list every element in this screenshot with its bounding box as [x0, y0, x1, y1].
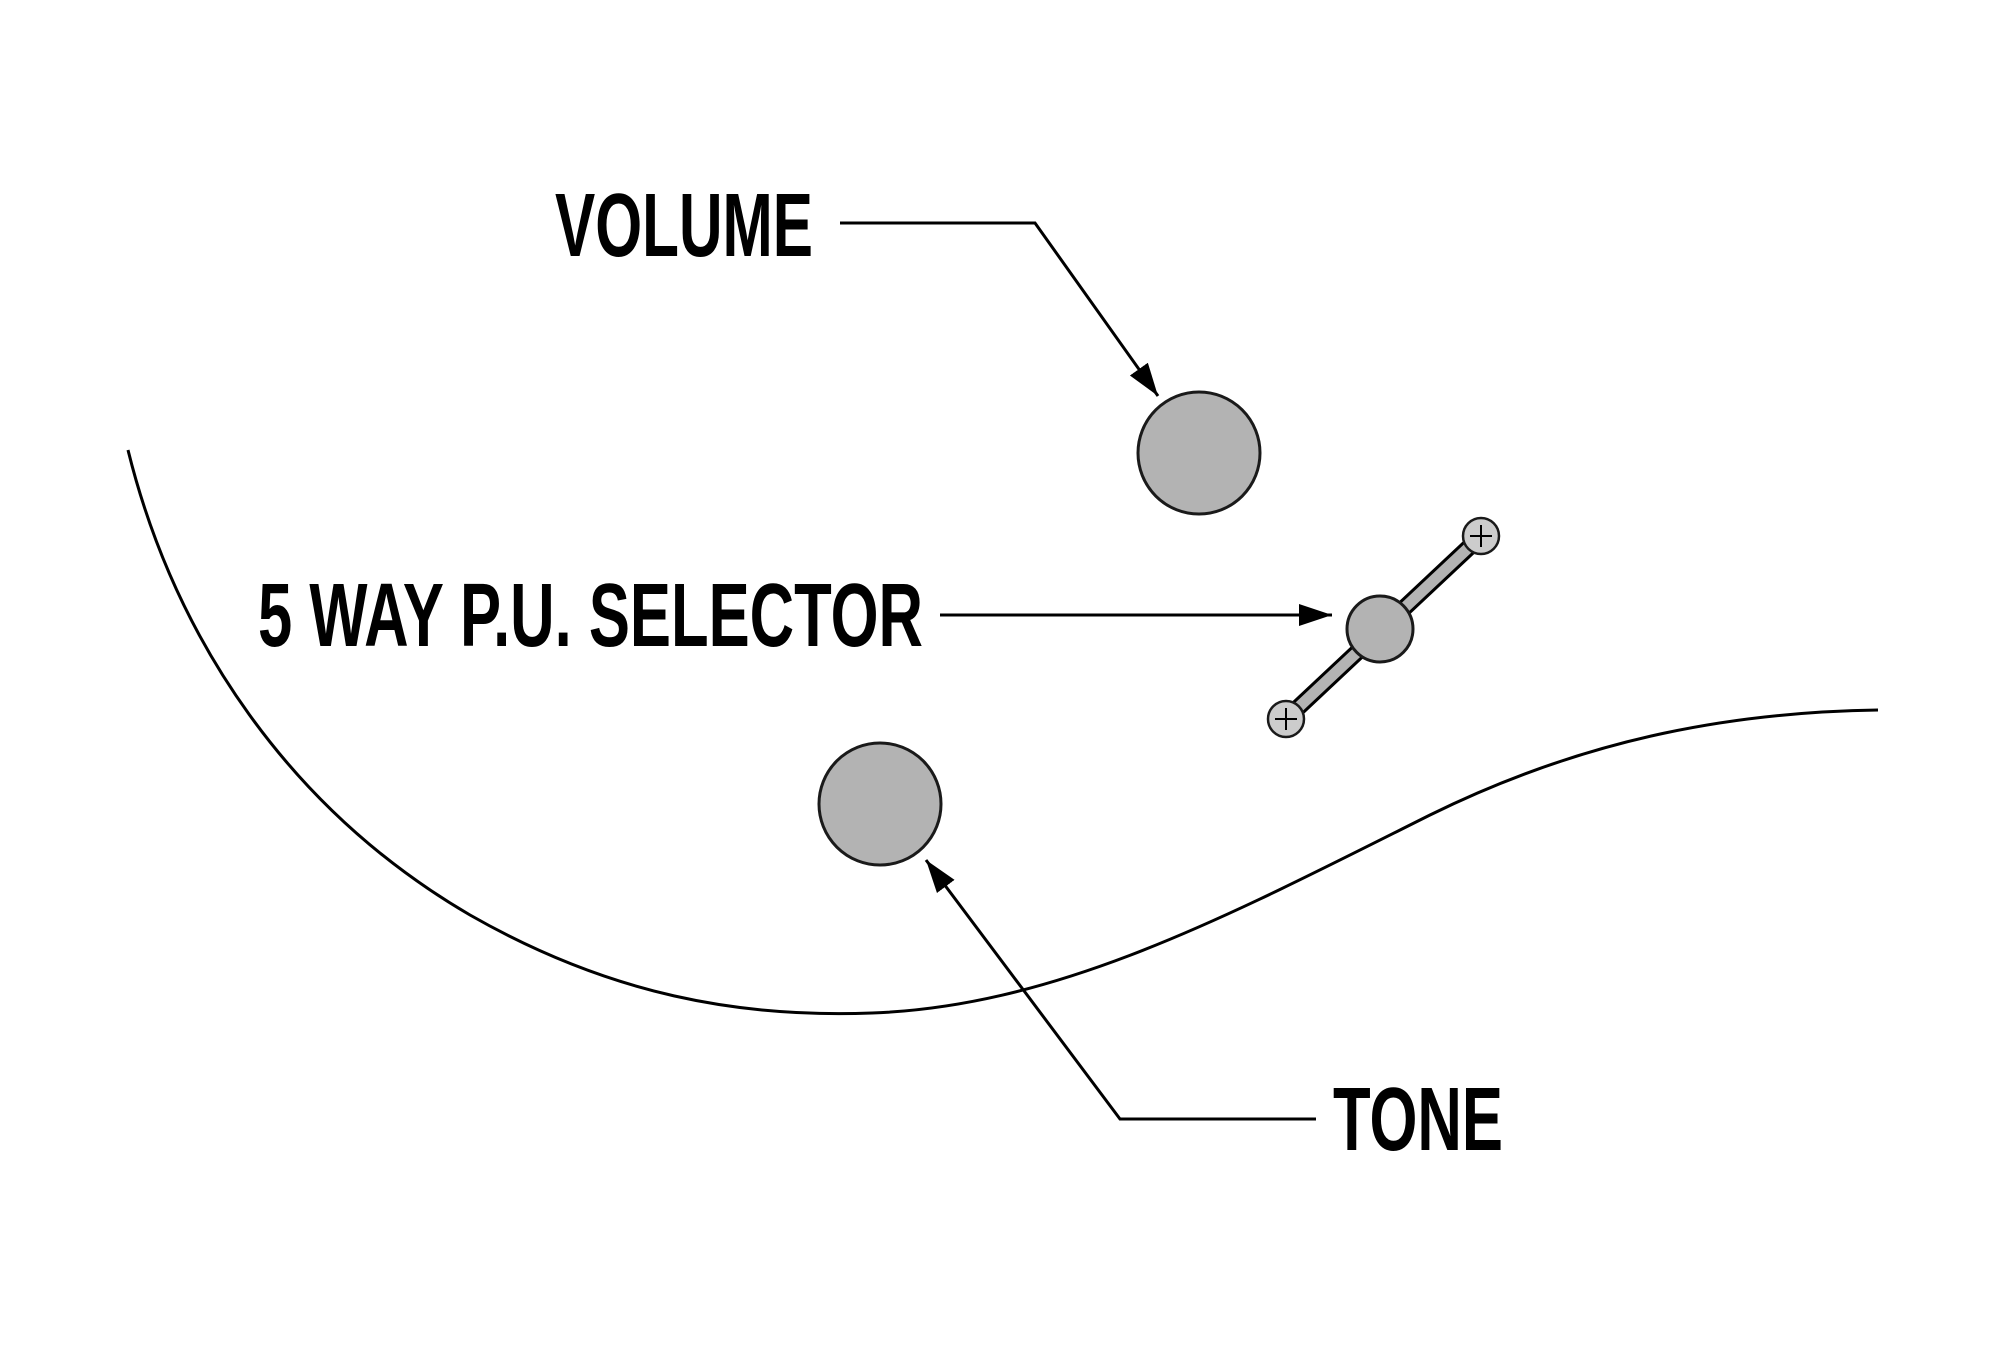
tone-label: TONE	[1333, 1070, 1503, 1170]
volume-knob	[1136, 390, 1262, 516]
selector-screw-top	[1461, 516, 1501, 556]
pickup-selector-switch	[1266, 516, 1501, 739]
tone-leader-line	[924, 859, 1316, 1121]
volume-label: VOLUME	[555, 176, 813, 276]
tone-knob	[817, 741, 943, 867]
guitar-body-outline	[126, 449, 1879, 1016]
selector-label: 5 WAY P.U. SELECTOR	[258, 566, 923, 666]
selector-knob	[1345, 594, 1415, 664]
volume-leader-line	[840, 221, 1160, 397]
selector-screw-bottom	[1266, 699, 1306, 739]
